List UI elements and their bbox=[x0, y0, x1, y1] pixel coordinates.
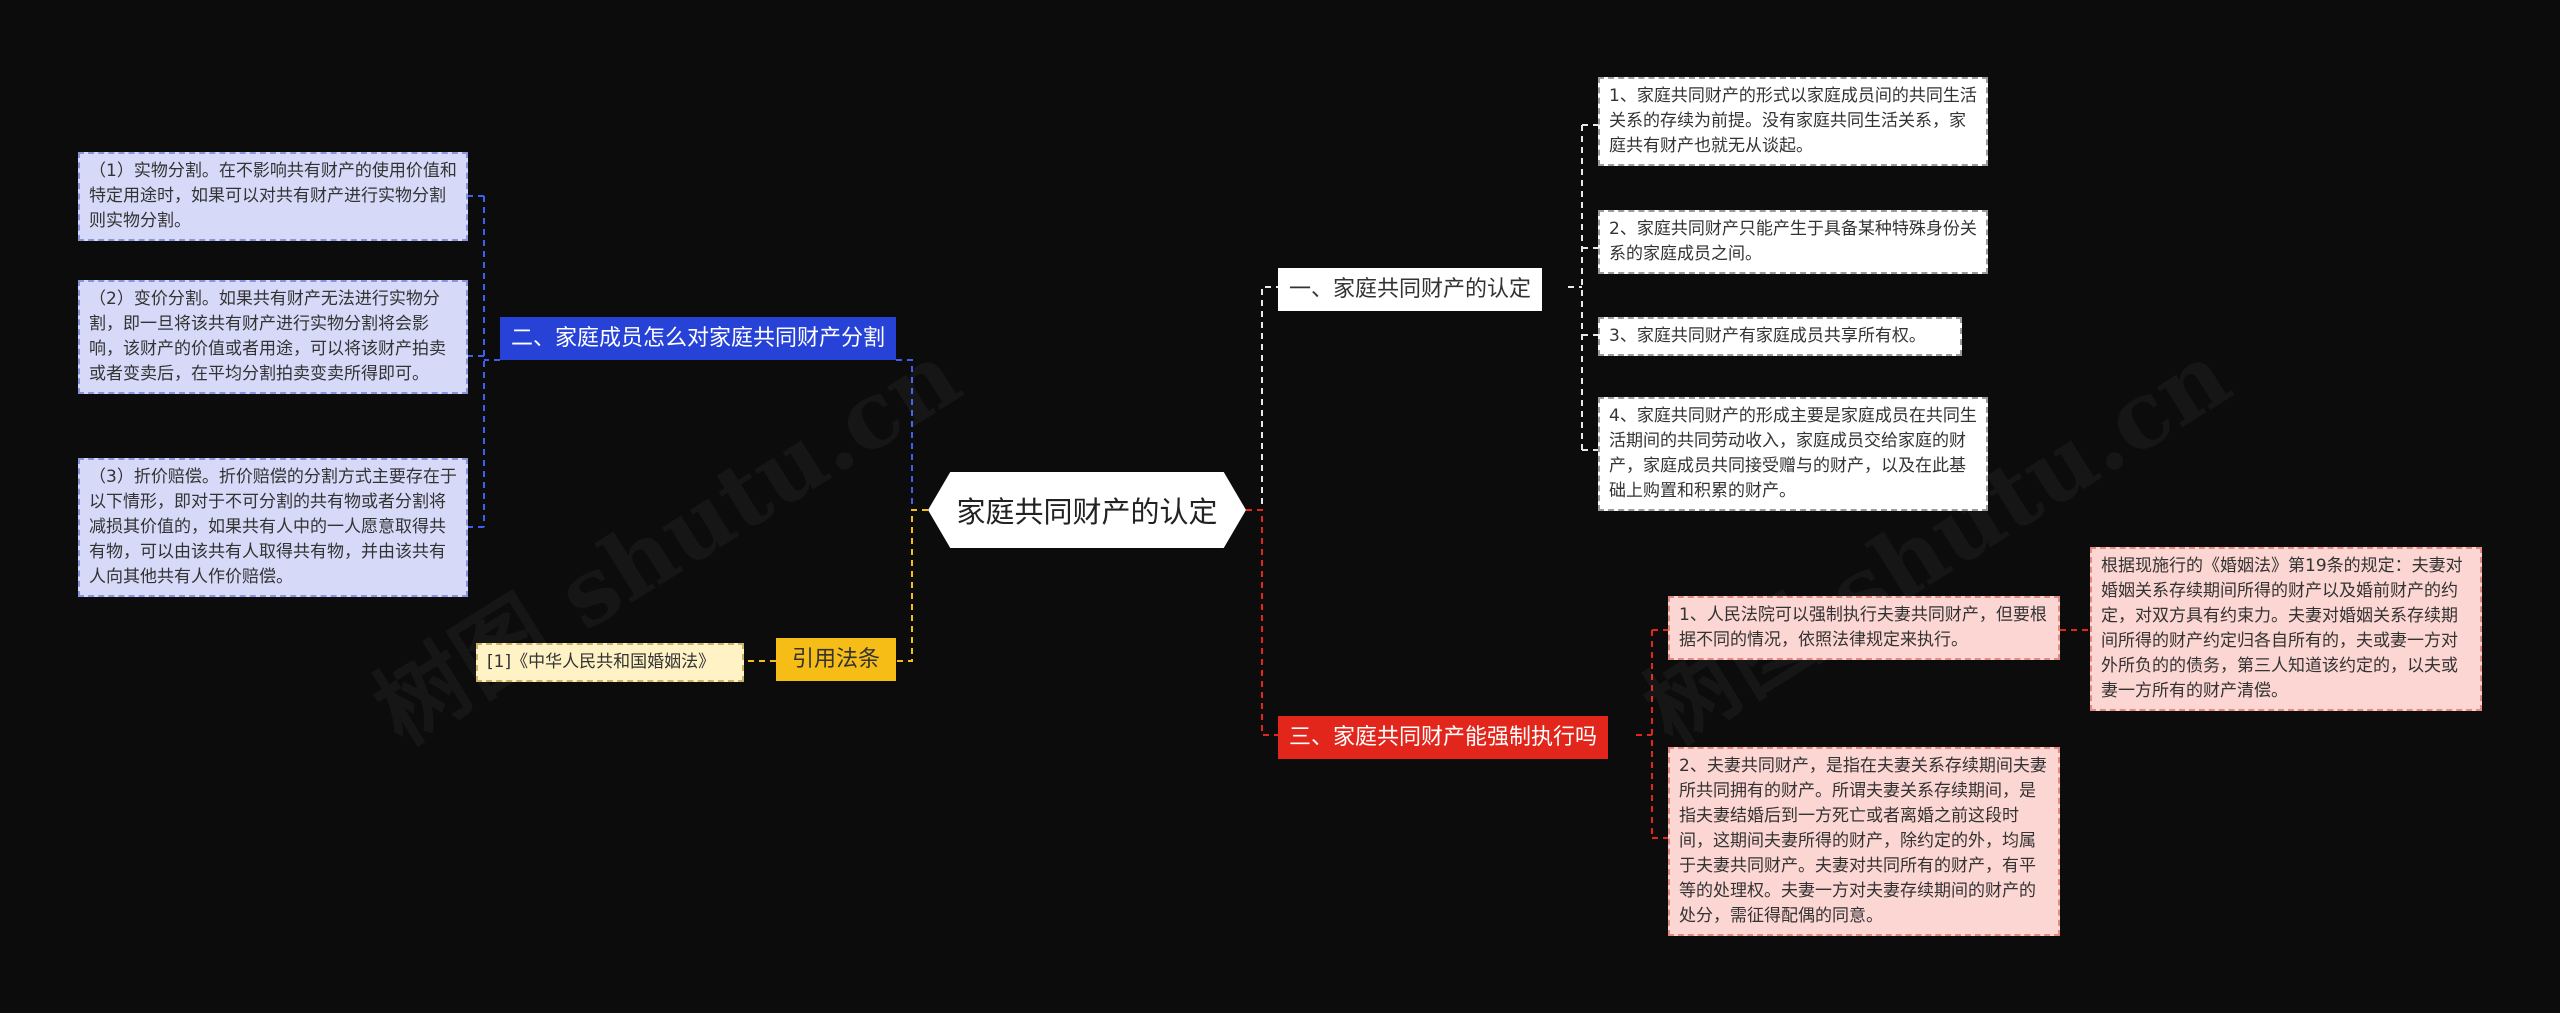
branch-property-division[interactable]: 二、家庭成员怎么对家庭共同财产分割 bbox=[500, 317, 896, 360]
link-b1-leaves bbox=[1568, 124, 1598, 451]
root-topic[interactable]: 家庭共同财产的认定 bbox=[928, 472, 1246, 548]
leaf-marriage-law-article-19[interactable]: 根据现施行的《婚姻法》第19条的规定：夫妻对婚姻关系存续期间所得的财产以及婚前财… bbox=[2090, 547, 2482, 711]
leaf-definition-4[interactable]: 4、家庭共同财产的形成主要是家庭成员在共同生活期间的共同劳动收入，家庭成员交给家… bbox=[1598, 397, 1988, 511]
branch-enforcement[interactable]: 三、家庭共同财产能强制执行吗 bbox=[1278, 716, 1609, 759]
link-root-b3 bbox=[1246, 509, 1278, 736]
leaf-division-2[interactable]: （2）变价分割。如果共有财产无法进行实物分割，即一旦将该共有财产进行实物分割将会… bbox=[78, 280, 468, 394]
leaf-marriage-law-reference[interactable]: [1]《中华人民共和国婚姻法》 bbox=[476, 643, 744, 682]
link-root-b2 bbox=[896, 359, 928, 511]
link-root-b1 bbox=[1246, 286, 1278, 511]
leaf-definition-2[interactable]: 2、家庭共同财产只能产生于具备某种特殊身份关系的家庭成员之间。 bbox=[1598, 210, 1988, 274]
root-topic-label: 家庭共同财产的认定 bbox=[956, 495, 1218, 529]
leaf-division-3[interactable]: （3）折价赔偿。折价赔偿的分割方式主要存在于以下情形，即对于不可分割的共有物或者… bbox=[78, 458, 468, 597]
leaf-enforcement-1[interactable]: 1、人民法院可以强制执行夫妻共同财产，但要根据不同的情况，依照法律规定来执行。 bbox=[1668, 596, 2060, 660]
link-b2-leaves bbox=[468, 195, 500, 528]
branch-family-property-definition[interactable]: 一、家庭共同财产的认定 bbox=[1278, 268, 1543, 311]
leaf-division-1[interactable]: （1）实物分割。在不影响共有财产的使用价值和特定用途时，如果可以对共有财产进行实… bbox=[78, 152, 468, 241]
link-root-b4 bbox=[896, 509, 928, 662]
leaf-definition-1[interactable]: 1、家庭共同财产的形式以家庭成员间的共同生活关系的存续为前提。没有家庭共同生活关… bbox=[1598, 77, 1988, 166]
leaf-definition-3[interactable]: 3、家庭共同财产有家庭成员共享所有权。 bbox=[1598, 317, 1962, 356]
branch-cited-law[interactable]: 引用法条 bbox=[776, 638, 896, 681]
leaf-enforcement-2[interactable]: 2、夫妻共同财产，是指在夫妻关系存续期间夫妻所共同拥有的财产。所谓夫妻关系存续期… bbox=[1668, 747, 2060, 936]
link-b3-leaves bbox=[1636, 629, 1668, 839]
